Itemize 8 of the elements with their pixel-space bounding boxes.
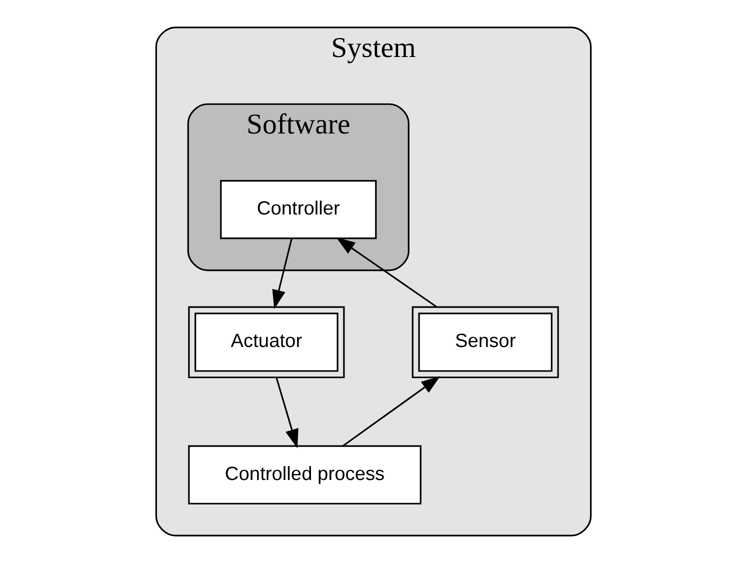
node-box: Actuator <box>188 306 345 378</box>
arrow <box>276 378 298 448</box>
node-box: Controlled process <box>188 445 422 504</box>
node-box: Sensor <box>412 306 559 378</box>
node-box: Controller <box>220 180 377 240</box>
arrow <box>272 238 292 310</box>
arrow <box>336 237 437 308</box>
arrow <box>342 376 440 446</box>
